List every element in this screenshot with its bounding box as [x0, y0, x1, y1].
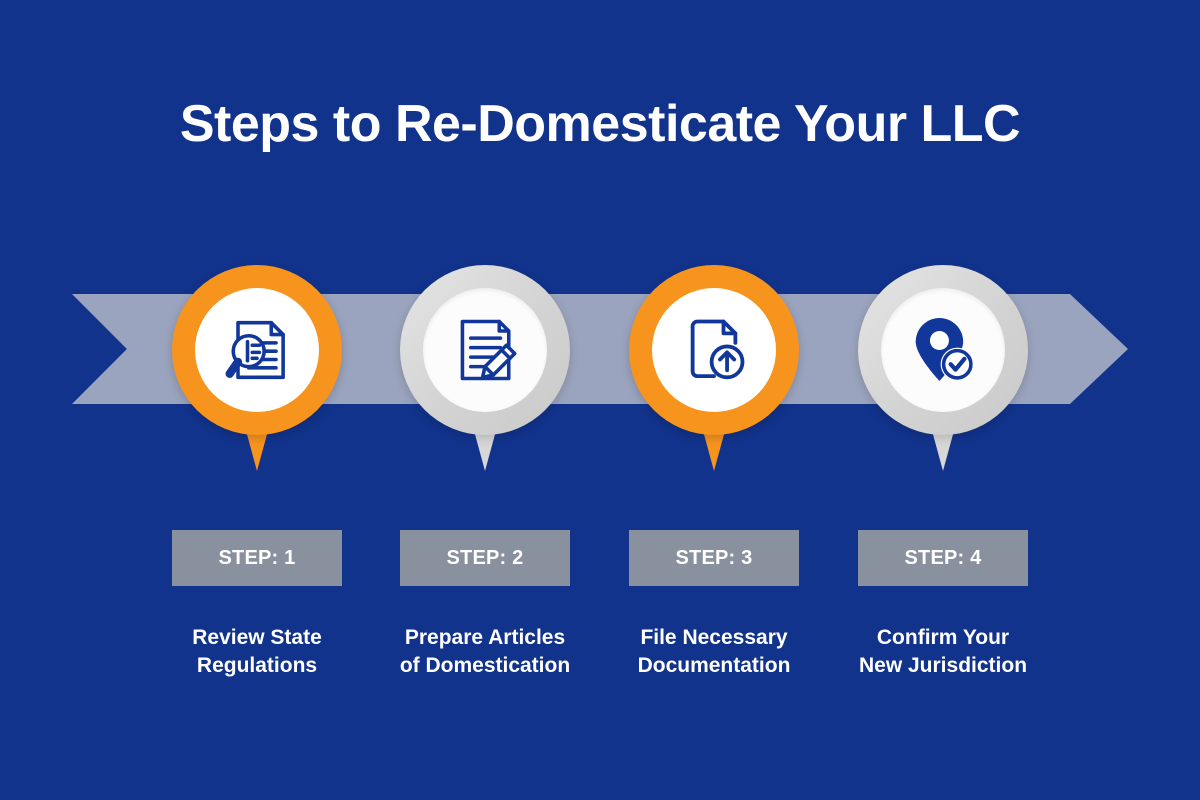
pin-disc-4 — [881, 288, 1005, 412]
step-pin-4[interactable] — [858, 265, 1028, 480]
step-chip-1[interactable]: STEP: 1 — [172, 530, 342, 586]
step-chip-2[interactable]: STEP: 2 — [400, 530, 570, 586]
step-pin-1[interactable] — [172, 265, 342, 480]
step-chip-3[interactable]: STEP: 3 — [629, 530, 799, 586]
document-upload-icon — [690, 319, 745, 380]
page-title: Steps to Re-Domesticate Your LLC — [179, 95, 1021, 153]
document-pencil-icon — [460, 319, 517, 381]
step-caption-2: Prepare Articles of Domestication — [399, 626, 571, 677]
step-pin-3[interactable] — [629, 265, 799, 480]
map-pin-check-icon — [915, 317, 974, 381]
pin-disc-1 — [195, 288, 319, 412]
step-chip-4[interactable]: STEP: 4 — [858, 530, 1028, 586]
pin-ring-4 — [858, 265, 1028, 435]
document-magnifier-icon — [225, 320, 285, 380]
step-caption-3: File Necessary Documentation — [637, 626, 791, 677]
step-caption-4: Confirm Your New Jurisdiction — [858, 626, 1028, 677]
pin-ring-2 — [400, 265, 570, 435]
step-caption-1: Review State Regulations — [192, 626, 322, 677]
step-chip-label-4: STEP: 4 — [904, 546, 982, 569]
step-pin-2[interactable] — [400, 265, 570, 480]
pin-disc-2 — [423, 288, 547, 412]
pin-ring-3 — [629, 265, 799, 435]
step-chip-label-3: STEP: 3 — [675, 546, 753, 569]
step-chip-label-1: STEP: 1 — [218, 546, 296, 569]
step-chip-label-2: STEP: 2 — [446, 546, 524, 569]
pin-ring-1 — [172, 265, 342, 435]
pin-disc-3 — [652, 288, 776, 412]
